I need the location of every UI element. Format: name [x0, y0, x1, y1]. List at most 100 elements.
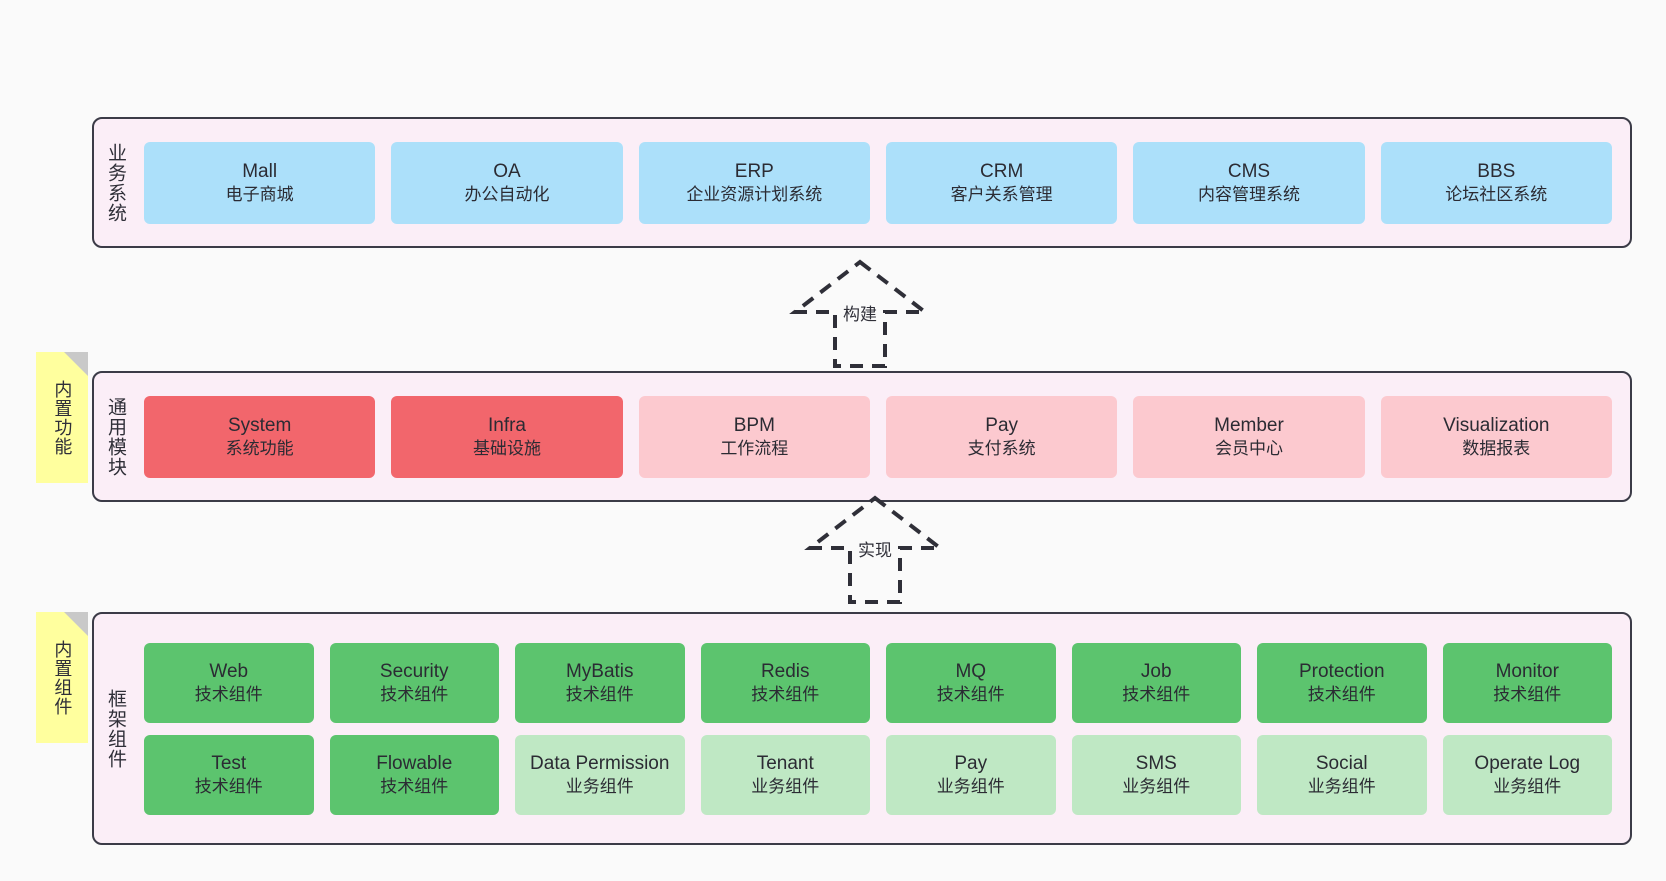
node-test[interactable]: Test 技术组件: [144, 734, 314, 815]
cell-row: System 系统功能 Infra 基础设施 BPM 工作流程 Pay 支付系统…: [144, 395, 1612, 478]
node-subtitle: 技术组件: [194, 776, 263, 796]
layer-caption-business-systems: 业务系统: [105, 142, 127, 223]
node-title: Job: [1140, 660, 1172, 682]
node-subtitle: 业务组件: [565, 776, 634, 796]
node-infra[interactable]: Infra 基础设施: [391, 395, 623, 478]
generalization-arrow-icon: [789, 259, 931, 368]
generalization-arrow-icon: [804, 495, 946, 604]
node-subtitle: 技术组件: [936, 684, 1005, 704]
node-protection[interactable]: Protection 技术组件: [1257, 642, 1427, 723]
node-pay-module[interactable]: Pay 支付系统: [885, 395, 1118, 478]
node-subtitle: 技术组件: [194, 684, 263, 704]
node-title: Member: [1214, 414, 1284, 436]
node-title: OA: [493, 160, 521, 182]
cell-row: Mall 电子商城 OA 办公自动化 ERP 企业资源计划系统 CRM 客户关系…: [144, 141, 1612, 224]
node-subtitle: 业务组件: [1122, 776, 1191, 796]
node-bbs[interactable]: BBS 论坛社区系统: [1380, 141, 1612, 224]
layer-common-modules: 通用模块 System 系统功能 Infra 基础设施 BPM 工作流程 Pay…: [92, 371, 1632, 502]
node-cms[interactable]: CMS 内容管理系统: [1133, 141, 1365, 224]
node-subtitle: 基础设施: [472, 438, 541, 458]
layer-body-framework-components: Web 技术组件 Security 技术组件 MyBatis 技术组件 Redi…: [136, 614, 1630, 843]
node-title: System: [227, 414, 292, 436]
node-security[interactable]: Security 技术组件: [329, 642, 499, 723]
node-title: Protection: [1298, 660, 1385, 682]
node-subtitle: 业务组件: [751, 776, 820, 796]
cell-row: Test 技术组件 Flowable 技术组件 Data Permission …: [144, 734, 1612, 815]
node-subtitle: 业务组件: [1493, 776, 1562, 796]
node-subtitle: 技术组件: [380, 684, 449, 704]
connector-label-implement: 实现: [858, 541, 892, 560]
node-erp[interactable]: ERP 企业资源计划系统: [638, 141, 870, 224]
node-title: Redis: [760, 660, 810, 682]
node-subtitle: 技术组件: [380, 776, 449, 796]
node-title: SMS: [1135, 752, 1177, 774]
node-title: CRM: [980, 160, 1024, 182]
node-member[interactable]: Member 会员中心: [1133, 395, 1365, 478]
connector-label-build: 构建: [843, 305, 877, 324]
node-title: Data Permission: [530, 752, 670, 774]
cell-row: Web 技术组件 Security 技术组件 MyBatis 技术组件 Redi…: [144, 642, 1612, 723]
node-job[interactable]: Job 技术组件: [1071, 642, 1241, 723]
node-subtitle: 技术组件: [751, 684, 820, 704]
node-oa[interactable]: OA 办公自动化: [391, 141, 623, 224]
connector-build: 构建: [775, 256, 945, 368]
layer-framework-components: 框架组件 Web 技术组件 Security 技术组件 MyBatis 技术组件…: [92, 612, 1632, 845]
node-bpm[interactable]: BPM 工作流程: [638, 395, 870, 478]
node-subtitle: 技术组件: [1493, 684, 1562, 704]
node-title: Visualization: [1443, 414, 1550, 436]
node-subtitle: 系统功能: [225, 438, 294, 458]
node-data-permission[interactable]: Data Permission 业务组件: [515, 734, 685, 815]
node-monitor[interactable]: Monitor 技术组件: [1442, 642, 1612, 723]
node-title: BPM: [733, 414, 775, 436]
node-visualization[interactable]: Visualization 数据报表: [1380, 395, 1612, 478]
node-crm[interactable]: CRM 客户关系管理: [885, 141, 1118, 224]
node-subtitle: 数据报表: [1462, 438, 1531, 458]
node-social[interactable]: Social 业务组件: [1257, 734, 1427, 815]
node-mq[interactable]: MQ 技术组件: [886, 642, 1056, 723]
node-title: Test: [211, 752, 247, 774]
node-subtitle: 电子商城: [225, 184, 294, 204]
node-subtitle: 技术组件: [1307, 684, 1376, 704]
node-pay-component[interactable]: Pay 业务组件: [886, 734, 1056, 815]
node-title: Infra: [487, 414, 526, 436]
node-title: ERP: [734, 160, 774, 182]
sticky-note-builtin-functions: 内置功能: [36, 352, 88, 483]
layer-body-business-systems: Mall 电子商城 OA 办公自动化 ERP 企业资源计划系统 CRM 客户关系…: [136, 119, 1630, 246]
node-title: BBS: [1477, 160, 1516, 182]
node-mall[interactable]: Mall 电子商城: [144, 141, 376, 224]
node-title: Pay: [985, 414, 1019, 436]
node-system[interactable]: System 系统功能: [144, 395, 376, 478]
sticky-note-label: 内置组件: [52, 639, 73, 716]
node-subtitle: 技术组件: [565, 684, 634, 704]
node-sms[interactable]: SMS 业务组件: [1071, 734, 1241, 815]
node-subtitle: 支付系统: [967, 438, 1036, 458]
layer-caption-common-modules: 通用模块: [105, 396, 127, 477]
node-title: MQ: [955, 660, 987, 682]
node-title: Pay: [954, 752, 988, 774]
node-title: Tenant: [756, 752, 814, 774]
node-title: MyBatis: [565, 660, 634, 682]
layer-body-common-modules: System 系统功能 Infra 基础设施 BPM 工作流程 Pay 支付系统…: [136, 373, 1630, 500]
node-mybatis[interactable]: MyBatis 技术组件: [515, 642, 685, 723]
node-title: Operate Log: [1474, 752, 1581, 774]
node-tenant[interactable]: Tenant 业务组件: [700, 734, 870, 815]
node-title: Web: [209, 660, 249, 682]
node-operate-log[interactable]: Operate Log 业务组件: [1442, 734, 1612, 815]
node-title: Mall: [242, 160, 278, 182]
node-title: CMS: [1227, 160, 1271, 182]
node-subtitle: 办公自动化: [464, 184, 550, 204]
layer-caption-framework-components: 框架组件: [105, 688, 127, 769]
node-redis[interactable]: Redis 技术组件: [700, 642, 870, 723]
node-flowable[interactable]: Flowable 技术组件: [329, 734, 499, 815]
sticky-note-label: 内置功能: [52, 379, 73, 456]
sticky-note-builtin-components: 内置组件: [36, 612, 88, 743]
node-web[interactable]: Web 技术组件: [144, 642, 314, 723]
layer-business-systems: 业务系统 Mall 电子商城 OA 办公自动化 ERP 企业资源计划系统 CRM…: [92, 117, 1632, 248]
node-subtitle: 论坛社区系统: [1445, 184, 1548, 204]
node-title: Flowable: [376, 752, 453, 774]
node-subtitle: 内容管理系统: [1197, 184, 1300, 204]
node-subtitle: 客户关系管理: [950, 184, 1053, 204]
node-title: Monitor: [1495, 660, 1559, 682]
connector-implement: 实现: [790, 492, 960, 604]
